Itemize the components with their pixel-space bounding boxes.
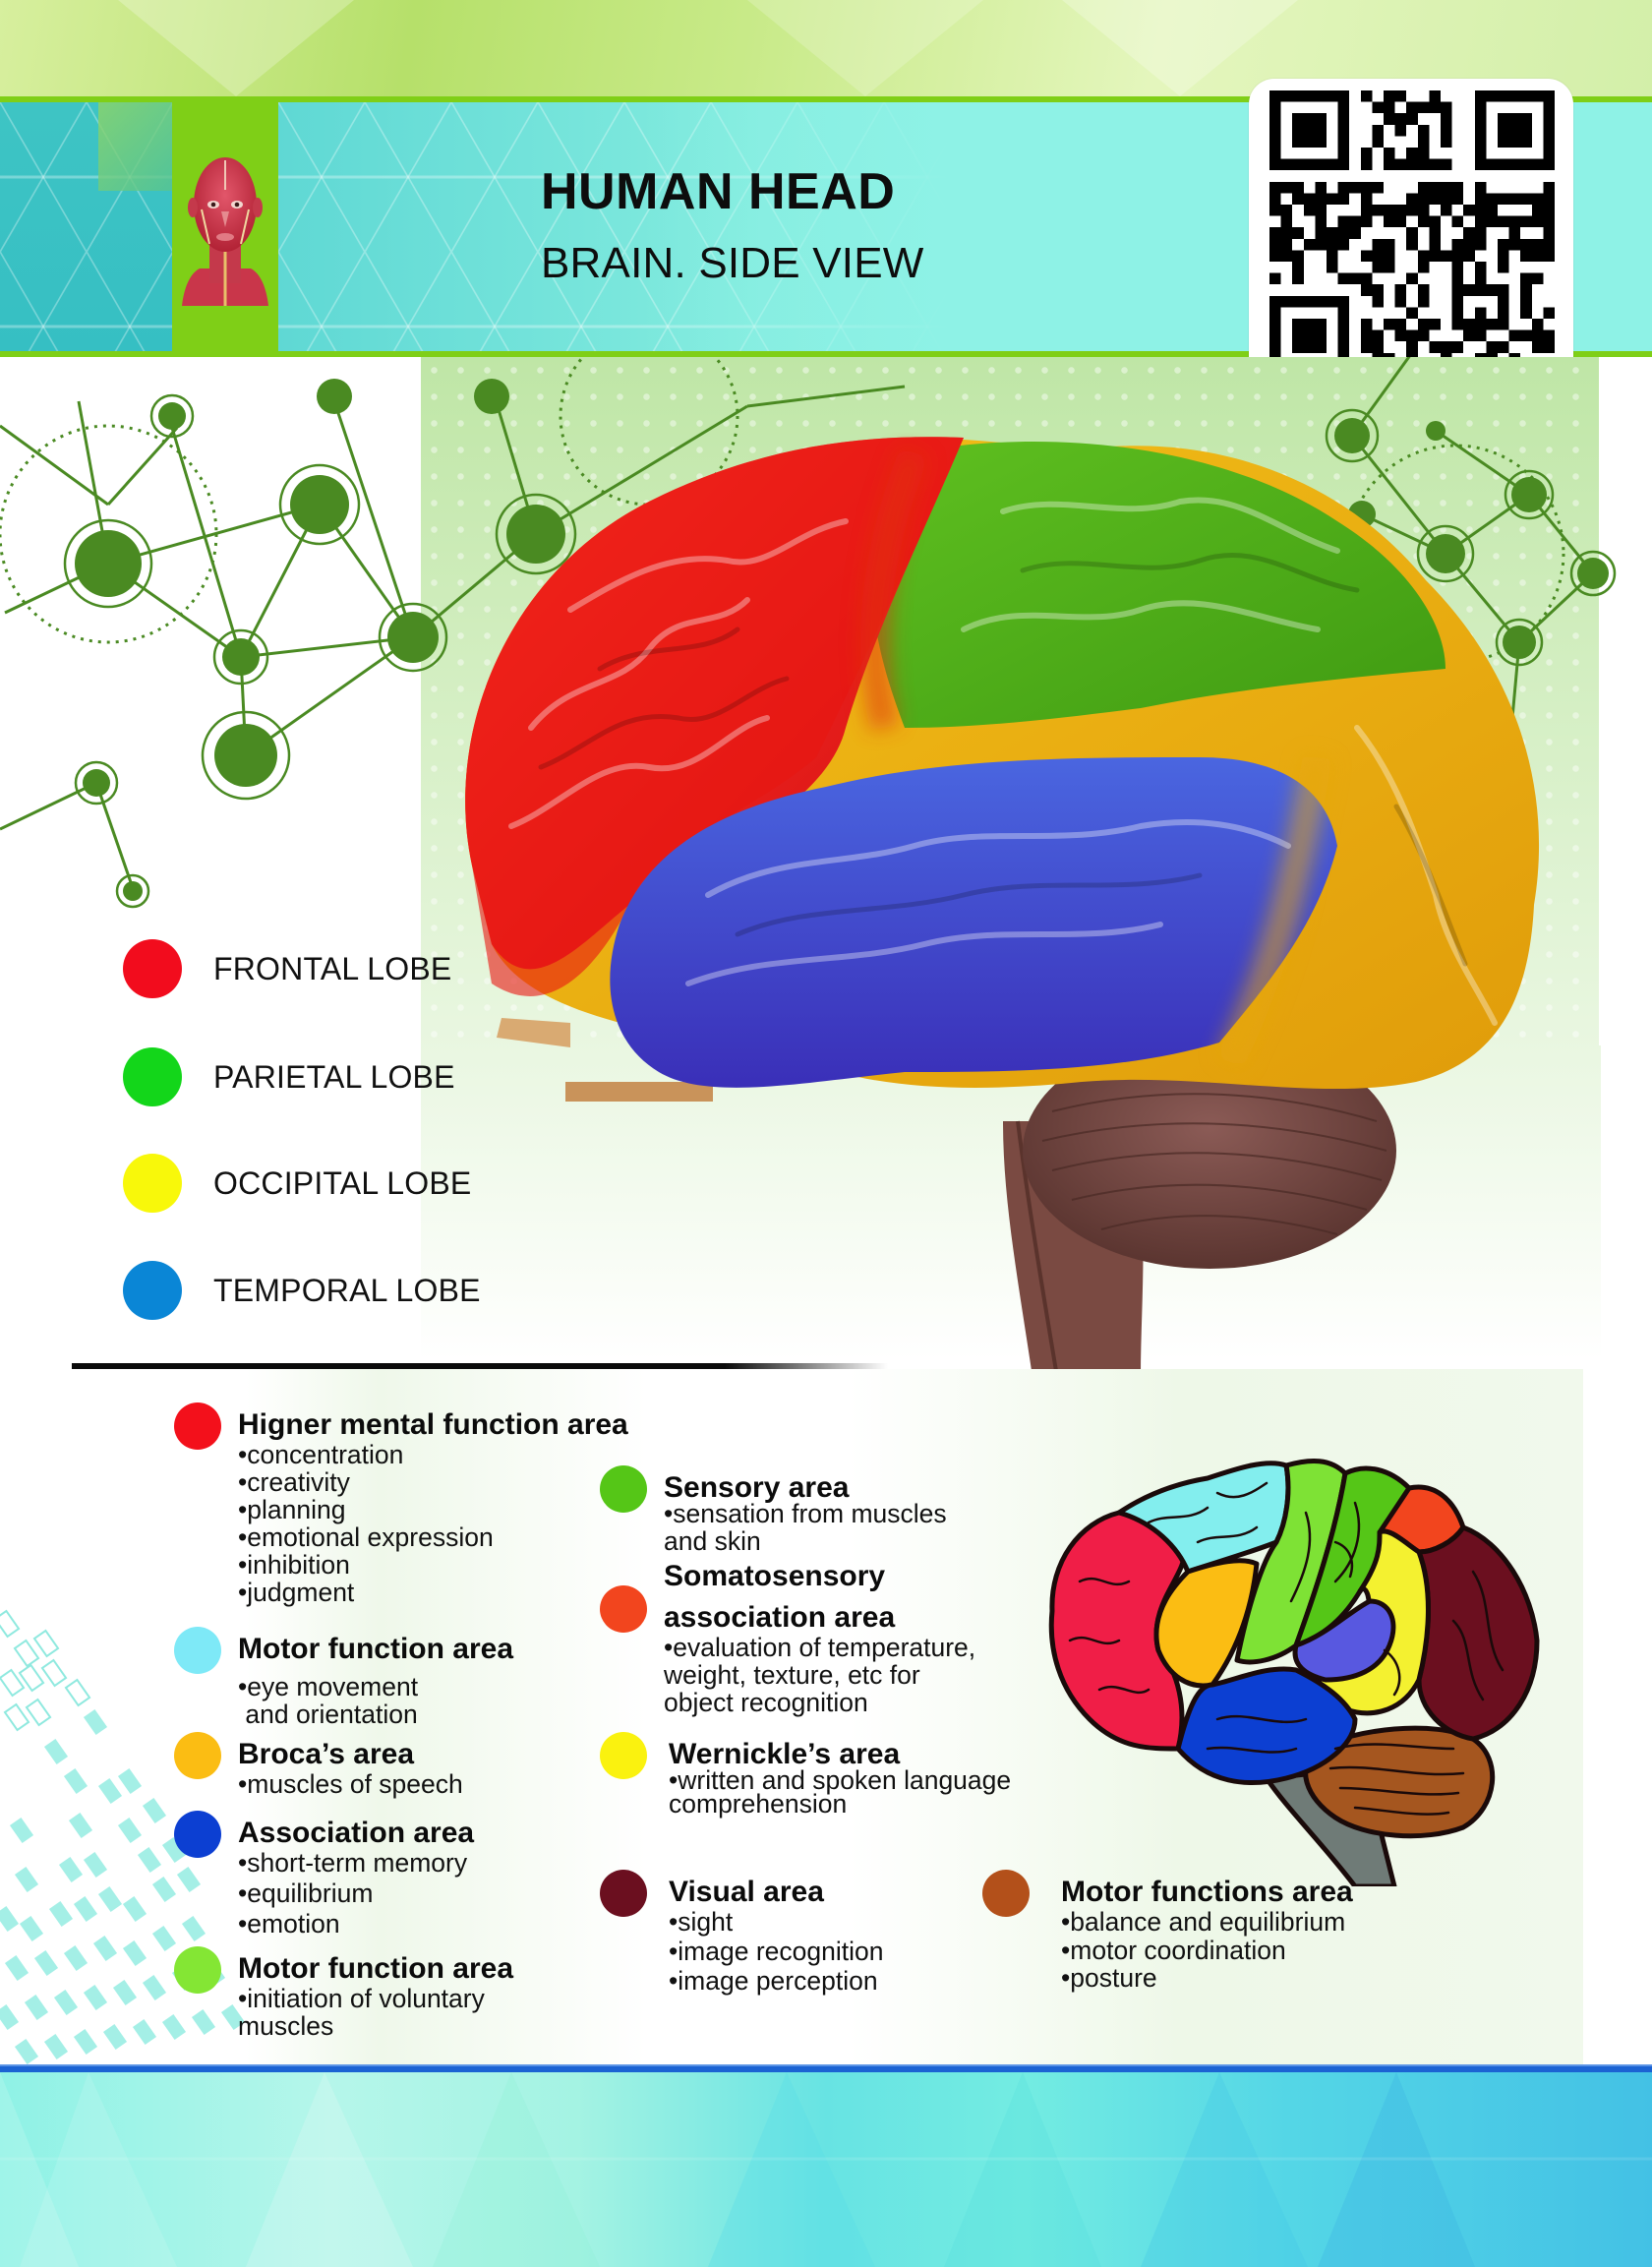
page-title: HUMAN HEAD (541, 163, 896, 220)
area-item: •concentration (238, 1440, 404, 1469)
bottom-decor-band (0, 2072, 1652, 2267)
legend-label: FRONTAL LOBE (213, 950, 452, 986)
header-banner (0, 96, 1652, 357)
area-item: •emotional expression (238, 1522, 494, 1552)
association-color-dot (174, 1811, 221, 1858)
area-motor-voluntary: Motor function area •initiation of volun… (174, 1946, 514, 2041)
bottom-border-line (0, 2066, 1652, 2072)
page-subtitle: BRAIN. SIDE VIEW (541, 239, 924, 287)
area-item: •judgment (238, 1578, 355, 1607)
area-title: Somatosensory (664, 1560, 886, 1592)
area-title: Wernickle’s area (669, 1738, 901, 1770)
area-item: object recognition (664, 1688, 868, 1717)
bottom-accent-line (0, 2064, 1652, 2066)
qr-code-icon (1269, 90, 1555, 376)
area-higher-mental-function: Higner mental function area •concentrati… (174, 1402, 628, 1607)
area-item: •motor coordination (1061, 1936, 1286, 1965)
legend-item-occipital: OCCIPITAL LOBE (123, 1154, 471, 1213)
area-association: Association area •short-term memory •equ… (174, 1811, 475, 1939)
sensory-color-dot (600, 1465, 647, 1513)
area-item: •short-term memory (238, 1848, 468, 1878)
legend-item-parietal: PARIETAL LOBE (123, 1047, 455, 1106)
area-item: •inhibition (238, 1550, 350, 1580)
area-item: comprehension (669, 1789, 848, 1819)
area-title: Higner mental function area (238, 1408, 628, 1441)
section-divider (72, 1363, 888, 1369)
area-title: Association area (238, 1817, 475, 1849)
muscular-head-icon (182, 157, 268, 306)
broca-color-dot (174, 1732, 221, 1779)
brain-functional-areas-diagram (1048, 1459, 1540, 1886)
occipital-color-swatch (123, 1154, 182, 1213)
brain-lobes-illustration (465, 437, 1540, 1377)
header-pattern-left (0, 102, 172, 351)
area-item: •planning (238, 1495, 346, 1524)
area-item: •initiation of voluntary (238, 1984, 485, 2013)
legend-label: PARIETAL LOBE (213, 1058, 455, 1095)
area-title: Motor function area (238, 1952, 514, 1985)
area-item: •balance and equilibrium (1061, 1907, 1346, 1937)
area-item: •image recognition (669, 1937, 884, 1966)
area-title: Broca’s area (238, 1738, 415, 1770)
area-item: •emotion (238, 1909, 340, 1939)
area-item: and orientation (238, 1700, 418, 1729)
motor-eye-color-dot (174, 1627, 221, 1674)
area-item: •creativity (238, 1467, 350, 1497)
area-motor-functions: Motor functions area •balance and equili… (982, 1870, 1353, 1993)
area-title: Sensory area (664, 1471, 850, 1504)
area-item: •equilibrium (238, 1879, 374, 1908)
frontal-color-swatch (123, 939, 182, 998)
area-item: muscles (238, 2011, 334, 2041)
area-somatosensory: Somatosensory association area •evaluati… (600, 1560, 976, 1717)
area-item: •written and spoken language (669, 1765, 1012, 1795)
higher-mental-color-dot (174, 1402, 221, 1450)
area-title: Visual area (669, 1876, 824, 1908)
area-item: •evaluation of temperature, (664, 1633, 976, 1662)
area-item: •eye movement (238, 1672, 419, 1701)
area-visual: Visual area •sight •image recognition •i… (600, 1870, 884, 1996)
area-title: Motor function area (238, 1633, 514, 1665)
area-item: and skin (664, 1526, 761, 1556)
area-motor-eye: Motor function area •eye movement and or… (174, 1627, 514, 1729)
area-wernicke: Wernickle’s area •written and spoken lan… (600, 1732, 1012, 1819)
somatosensory-color-dot (600, 1585, 647, 1633)
legend-item-temporal: TEMPORAL LOBE (123, 1261, 481, 1320)
area-item: •posture (1061, 1963, 1157, 1993)
legend-item-frontal: FRONTAL LOBE (123, 939, 451, 998)
parietal-color-swatch (123, 1047, 182, 1106)
area-title: association area (664, 1601, 896, 1634)
area-item: •sight (669, 1907, 734, 1937)
motor-functions-color-dot (982, 1870, 1030, 1917)
area-title: Motor functions area (1061, 1876, 1353, 1908)
area-item: •sensation from muscles (664, 1499, 947, 1528)
visual-color-dot (600, 1870, 647, 1917)
qr-code[interactable] (1249, 79, 1573, 393)
motor-voluntary-color-dot (174, 1946, 221, 1994)
legend-label: OCCIPITAL LOBE (213, 1164, 472, 1201)
legend-label: TEMPORAL LOBE (213, 1272, 481, 1308)
top-decor-band (0, 0, 1652, 96)
area-broca: Broca’s area •muscles of speech (174, 1732, 463, 1799)
area-item: •muscles of speech (238, 1769, 463, 1799)
area-item: •image perception (669, 1966, 878, 1996)
area-sensory: Sensory area •sensation from muscles and… (600, 1465, 947, 1556)
area-item: weight, texture, etc for (664, 1660, 920, 1690)
temporal-color-swatch (123, 1261, 182, 1320)
wernicke-color-dot (600, 1732, 647, 1779)
